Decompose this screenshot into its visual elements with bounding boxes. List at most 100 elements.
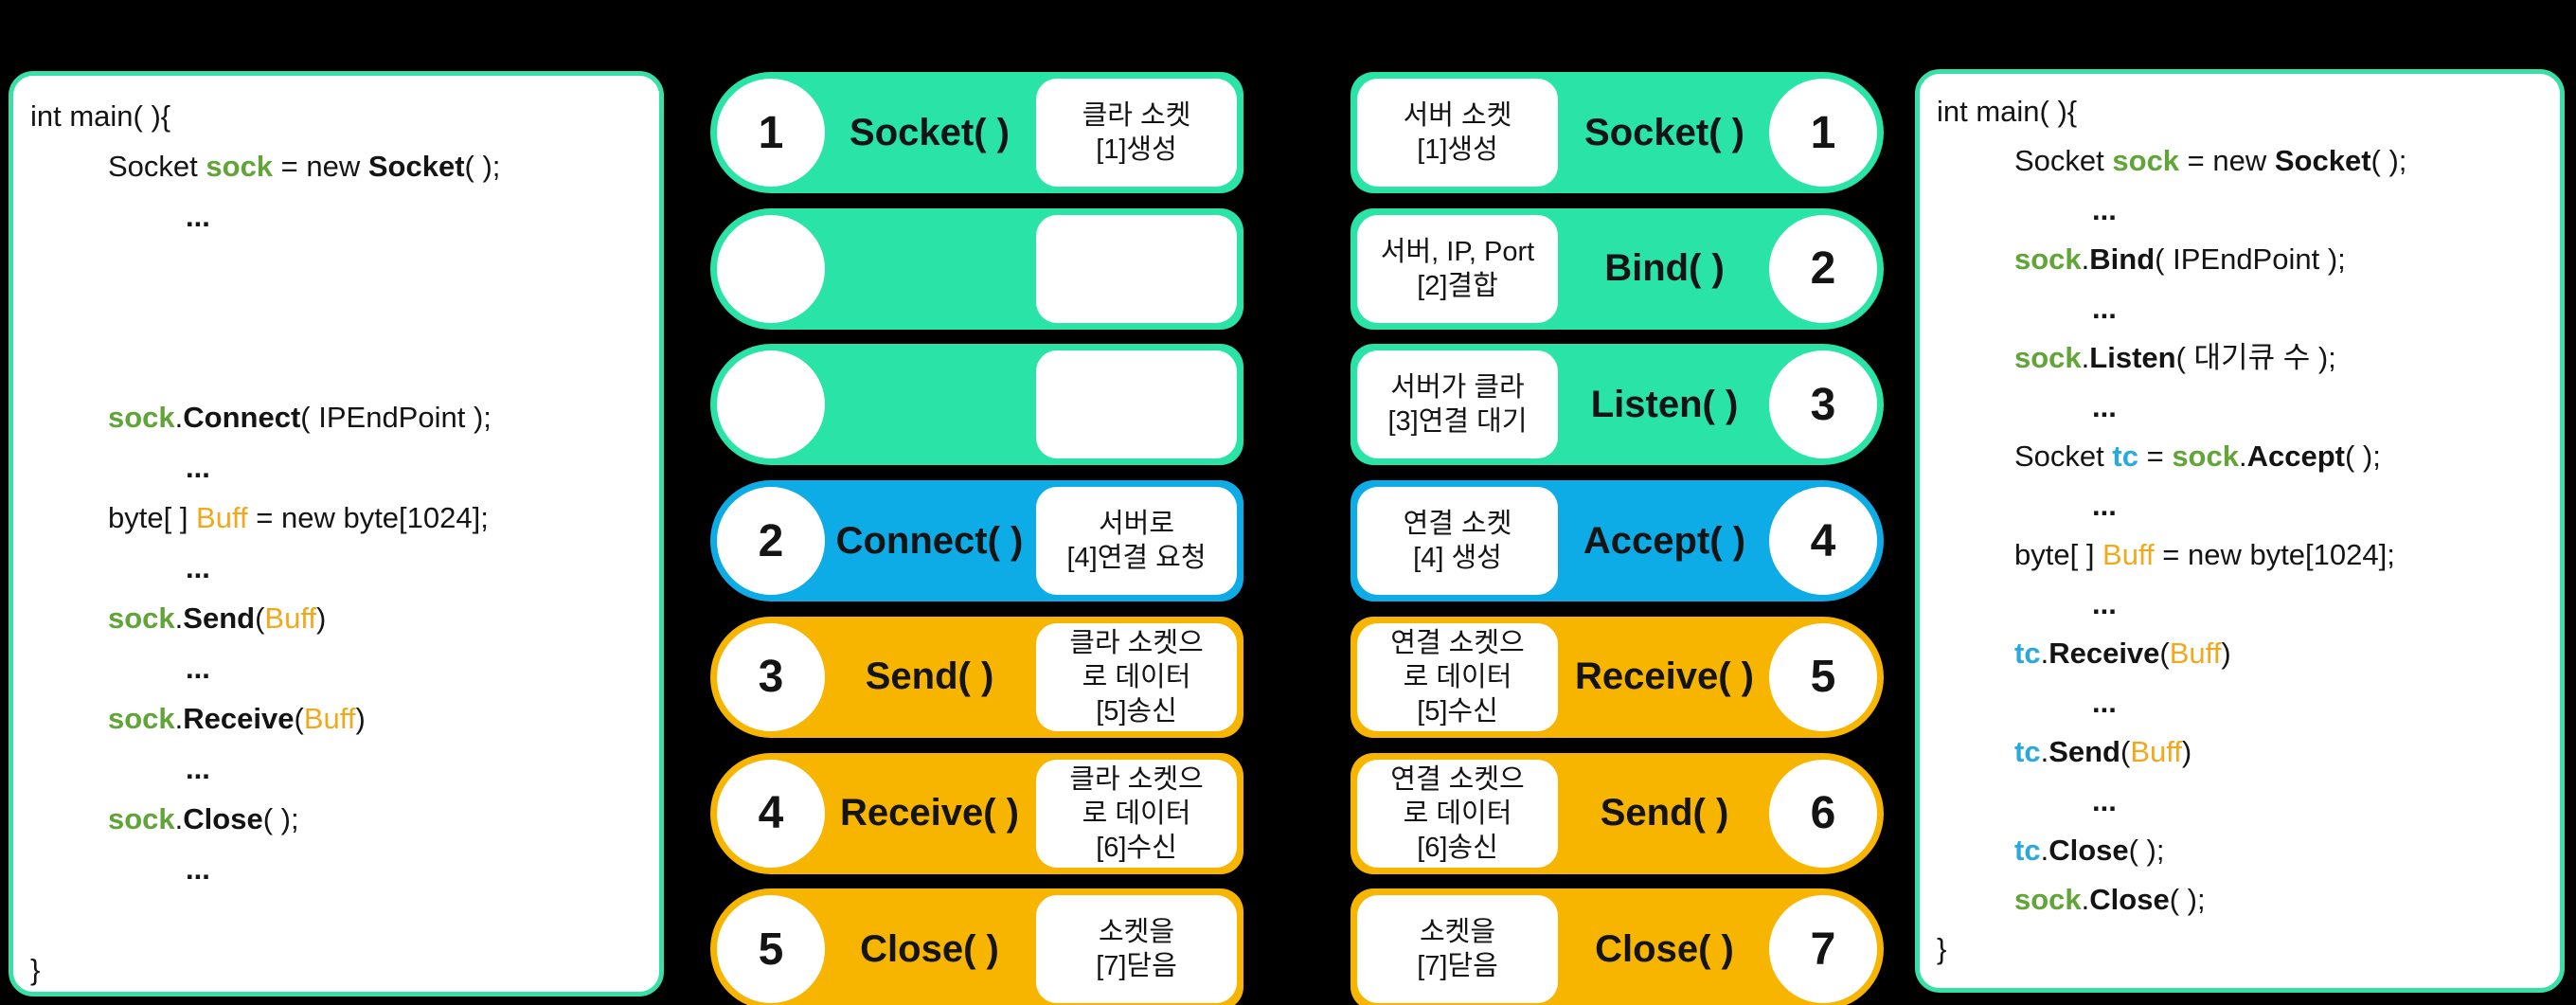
step-number-circle: 4 (1769, 487, 1877, 596)
code-line: ... (13, 643, 659, 693)
code-segment: Close (183, 802, 263, 835)
step-description-box: 연결 소켓[4] 생성 (1357, 487, 1558, 596)
code-segment: ( (294, 702, 304, 735)
code-segment: Socket (367, 150, 465, 183)
step-description-box: 소켓을[7]닫음 (1036, 895, 1237, 1004)
code-line: tc.Close( ); (1920, 826, 2560, 875)
code-line: byte[ ] Buff = new byte[1024]; (13, 493, 659, 543)
code-segment: ( ); (262, 802, 299, 835)
code-segment: . (174, 802, 184, 835)
step-number-circle: 3 (1769, 350, 1877, 459)
code-segment: Buff (2169, 637, 2222, 670)
step-description-line: [5]수신 (1417, 695, 1498, 727)
code-line: ... (1920, 481, 2560, 530)
code-segment: Connect (183, 401, 301, 434)
step-function-label: Send( ) (865, 655, 994, 698)
code-segment: sock (2172, 440, 2239, 473)
code-line: byte[ ] Buff = new byte[1024]; (1920, 530, 2560, 580)
code-line: } (13, 944, 659, 995)
code-segment: ... (2092, 390, 2117, 423)
step-number-circle (717, 214, 825, 323)
code-segment: sock (2014, 341, 2082, 374)
step-description-line: 서버, IP, Port (1380, 236, 1535, 267)
step-number-circle: 3 (717, 622, 825, 731)
step-number-circle: 6 (1769, 759, 1877, 868)
code-line: ... (13, 191, 659, 242)
code-segment: ) (2181, 735, 2192, 768)
code-line: sock.Connect( IPEndPoint ); (13, 392, 659, 442)
step-description-line: [3]연결 대기 (1387, 406, 1528, 438)
step-number: 2 (1810, 243, 1836, 295)
step-description-box: 서버가 클라[3]연결 대기 (1357, 350, 1558, 459)
code-segment: Socket (108, 150, 206, 183)
step-description-box: 서버, IP, Port[2]결합 (1357, 214, 1558, 323)
code-segment: Bind (2089, 242, 2156, 276)
code-segment: Receive (183, 702, 295, 735)
step-description-line: 서버로 (1098, 509, 1175, 540)
step-description-line: [2]결합 (1417, 270, 1498, 301)
code-segment: Buff (2130, 735, 2182, 768)
code-line: ... (1920, 777, 2560, 826)
code-segment: . (174, 601, 184, 635)
code-segment: Close (2089, 883, 2170, 916)
code-segment: sock (108, 802, 175, 835)
code-segment: ... (186, 200, 210, 233)
step-description-box: 클라 소켓[1]생성 (1036, 79, 1237, 187)
code-line: sock.Send(Buff) (13, 593, 659, 643)
code-line: int main( ){ (1920, 87, 2560, 136)
server-step-2: 2 Bind( ) 서버, IP, Port[2]결합 (1351, 207, 1884, 330)
code-segment: ) (2221, 637, 2231, 670)
step-function-label: Receive( ) (1575, 655, 1754, 698)
code-segment: ... (186, 451, 210, 484)
step-description-line: 로 데이터 (1403, 798, 1512, 829)
step-number-circle (717, 350, 825, 459)
code-segment: . (2040, 735, 2049, 768)
step-description-line: [7]닫음 (1417, 951, 1498, 982)
step-description-line: 클라 소켓으 (1069, 627, 1204, 658)
step-function-label: Bind( ) (1604, 247, 1725, 290)
code-segment: = new (273, 150, 368, 183)
step-description-line: [1]생성 (1096, 135, 1177, 165)
code-segment: . (174, 401, 184, 434)
code-segment: Socket (2014, 144, 2113, 177)
code-segment: . (174, 702, 184, 735)
step-function-label: Close( ) (1595, 927, 1734, 970)
server-code-panel: int main( ){Socket sock = new Socket( );… (1915, 69, 2565, 993)
step-number-circle: 2 (717, 487, 825, 596)
code-segment: ( ); (2169, 883, 2206, 916)
code-segment: . (2081, 242, 2090, 276)
code-segment: ... (186, 652, 210, 685)
code-segment: ( 대기큐 수 ); (2175, 341, 2336, 374)
step-description-line: [4]연결 요청 (1066, 543, 1207, 574)
code-segment: Send (2048, 735, 2120, 768)
code-segment: = new byte[1024]; (247, 501, 489, 534)
code-line (13, 342, 659, 392)
code-line (13, 894, 659, 944)
step-description-line: 연결 소켓으 (1390, 627, 1525, 658)
code-segment: Send (183, 601, 256, 635)
code-segment: int main( ){ (1937, 95, 2078, 128)
code-segment: sock (108, 401, 175, 434)
code-segment: tc (2014, 637, 2041, 670)
code-segment: ... (2092, 784, 2117, 817)
code-line: } (1920, 924, 2560, 974)
step-number: 1 (758, 107, 784, 158)
code-segment: Buff (264, 601, 317, 635)
code-line: ... (13, 442, 659, 493)
step-number-circle: 5 (1769, 622, 1877, 731)
step-number: 1 (1810, 107, 1836, 158)
code-segment: ( (2120, 735, 2131, 768)
code-line: Socket sock = new Socket( ); (13, 141, 659, 191)
code-segment: = new (2179, 144, 2275, 177)
code-segment: . (2040, 637, 2049, 670)
step-number: 7 (1810, 924, 1836, 975)
